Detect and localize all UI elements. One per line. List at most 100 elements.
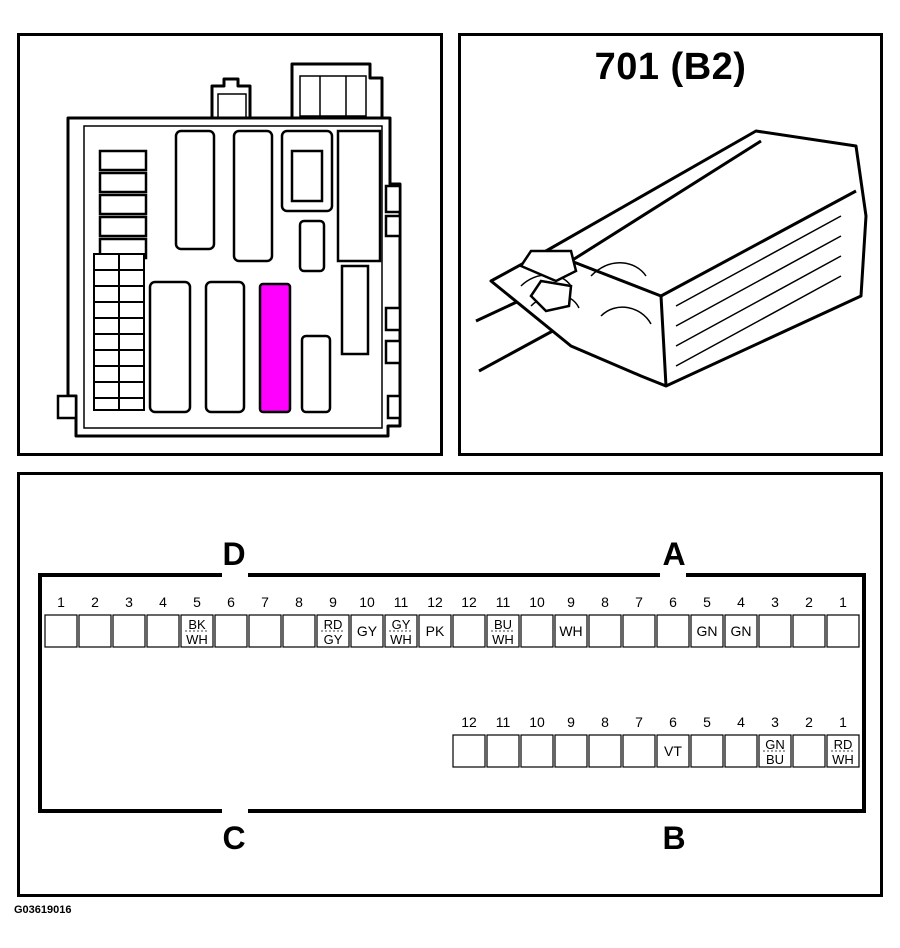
top-row-pin-cavity bbox=[520, 614, 554, 648]
connector-drawing bbox=[475, 129, 868, 388]
top-row-pin-number: 11 bbox=[394, 594, 409, 610]
top-row-pin-number: 10 bbox=[529, 594, 545, 610]
top-row-pin-number: 12 bbox=[427, 594, 443, 610]
mini-fuse-block bbox=[93, 253, 145, 411]
top-row-pin-cavity bbox=[656, 614, 690, 648]
top-row-wire-color-stripe: GY bbox=[324, 632, 343, 647]
top-row-pin-number: 4 bbox=[737, 594, 745, 610]
connector-body bbox=[489, 129, 868, 388]
bottom-row-pin-number: 8 bbox=[601, 714, 609, 730]
top-row-pin-cavity bbox=[248, 614, 282, 648]
top-row-pin-cavity bbox=[146, 614, 180, 648]
top-row-pin-number: 8 bbox=[295, 594, 303, 610]
notch-d bbox=[222, 569, 248, 577]
top-row-pin-cavity bbox=[44, 614, 78, 648]
top-row-pin-number: 4 bbox=[159, 594, 167, 610]
top-row-pin-cavity bbox=[588, 614, 622, 648]
bottom-row-pin-number: 6 bbox=[669, 714, 677, 730]
bottom-row-pin-number: 2 bbox=[805, 714, 813, 730]
top-row-pin-cavity bbox=[724, 614, 758, 648]
bottom-row-pin-cavity bbox=[724, 734, 758, 768]
top-row-pin-cavity bbox=[452, 614, 486, 648]
relay-row-top bbox=[174, 129, 382, 273]
top-row-wire-color: GN bbox=[697, 623, 718, 639]
top-clip-left bbox=[210, 77, 252, 121]
top-row-pin-cavity bbox=[214, 614, 248, 648]
bottom-row-wire-color-stripe: BU bbox=[766, 752, 784, 767]
top-row-pin-number: 3 bbox=[125, 594, 133, 610]
top-row-pin-number: 9 bbox=[329, 594, 337, 610]
top-row-pin-number: 5 bbox=[703, 594, 711, 610]
highlighted-relay-location bbox=[258, 282, 292, 414]
bottom-row-pin-cavity bbox=[656, 734, 690, 768]
top-row-pin-number: 10 bbox=[359, 594, 375, 610]
top-row-pin-number: 5 bbox=[193, 594, 201, 610]
top-row-pin-number: 2 bbox=[91, 594, 99, 610]
bottom-row-wire-color-primary: RD bbox=[834, 737, 853, 752]
bottom-row-pin-number: 10 bbox=[529, 714, 545, 730]
top-row-pin-cavity bbox=[282, 614, 316, 648]
top-row-pin-number: 6 bbox=[227, 594, 235, 610]
top-row-pin-cavity bbox=[792, 614, 826, 648]
top-row-pin-number: 7 bbox=[261, 594, 269, 610]
top-row-pin-cavity bbox=[78, 614, 112, 648]
bottom-row-wire-color-primary: GN bbox=[765, 737, 785, 752]
bottom-row-pin-cavity bbox=[520, 734, 554, 768]
top-row-wire-color-stripe: WH bbox=[492, 632, 514, 647]
bottom-row-pin-number: 7 bbox=[635, 714, 643, 730]
top-row-pin-cavity bbox=[690, 614, 724, 648]
bottom-row-pin-number: 3 bbox=[771, 714, 779, 730]
fuse-box-drawing bbox=[56, 62, 402, 438]
figure-code: G03619016 bbox=[14, 904, 72, 916]
top-row-pin-number: 12 bbox=[461, 594, 477, 610]
top-row-pin-cavity bbox=[418, 614, 452, 648]
bottom-row-pin-number: 9 bbox=[567, 714, 575, 730]
top-row-wire-color-primary: BK bbox=[188, 617, 206, 632]
bottom-row-pin-cavity bbox=[486, 734, 520, 768]
connector-title: 701 (B2) bbox=[594, 46, 747, 88]
top-row-pin-number: 9 bbox=[567, 594, 575, 610]
bottom-row-pin-cavity bbox=[622, 734, 656, 768]
bottom-row-pin-cavity bbox=[554, 734, 588, 768]
notch-c bbox=[222, 809, 248, 817]
top-row-pin-cavity bbox=[350, 614, 384, 648]
connector-panel: 701 (B2) bbox=[458, 33, 883, 456]
bottom-row-pin-number: 12 bbox=[461, 714, 477, 730]
top-row-pin-cavity bbox=[112, 614, 146, 648]
mini-fuse-column bbox=[98, 149, 148, 260]
bottom-row-pin-number: 5 bbox=[703, 714, 711, 730]
bottom-row-pin-number: 4 bbox=[737, 714, 745, 730]
top-row-pin-number: 1 bbox=[57, 594, 65, 610]
top-row-wire-color-primary: GY bbox=[392, 617, 411, 632]
top-row-pin-number: 1 bbox=[839, 594, 847, 610]
top-row-pin-cavity bbox=[622, 614, 656, 648]
connector-face-outline bbox=[38, 573, 866, 813]
top-row-pin-number: 2 bbox=[805, 594, 813, 610]
top-row-wire-color-stripe: WH bbox=[390, 632, 412, 647]
top-row-wire-color-stripe: WH bbox=[186, 632, 208, 647]
notch-a bbox=[660, 569, 686, 577]
top-row-wire-color: PK bbox=[426, 623, 445, 639]
corner-label-c: C bbox=[222, 820, 245, 856]
top-row-pin-number: 11 bbox=[496, 594, 511, 610]
top-row-wire-color-primary: BU bbox=[494, 617, 512, 632]
bottom-row-pin-cavity bbox=[792, 734, 826, 768]
corner-label-a: A bbox=[662, 536, 685, 572]
top-row-pin-number: 7 bbox=[635, 594, 643, 610]
top-clip-right bbox=[290, 62, 384, 118]
corner-label-d: D bbox=[222, 536, 245, 572]
fuse-box-panel bbox=[17, 33, 443, 456]
top-row-wire-color-primary: RD bbox=[324, 617, 343, 632]
bottom-row-wire-color-stripe: WH bbox=[832, 752, 854, 767]
bottom-row-pin-cavity bbox=[588, 734, 622, 768]
bottom-row-pin-number: 11 bbox=[496, 714, 511, 730]
top-row-pin-number: 8 bbox=[601, 594, 609, 610]
bottom-row-wire-color: VT bbox=[664, 743, 682, 759]
latch bbox=[519, 249, 578, 313]
corner-label-b: B bbox=[662, 820, 685, 856]
top-row-pin-number: 6 bbox=[669, 594, 677, 610]
